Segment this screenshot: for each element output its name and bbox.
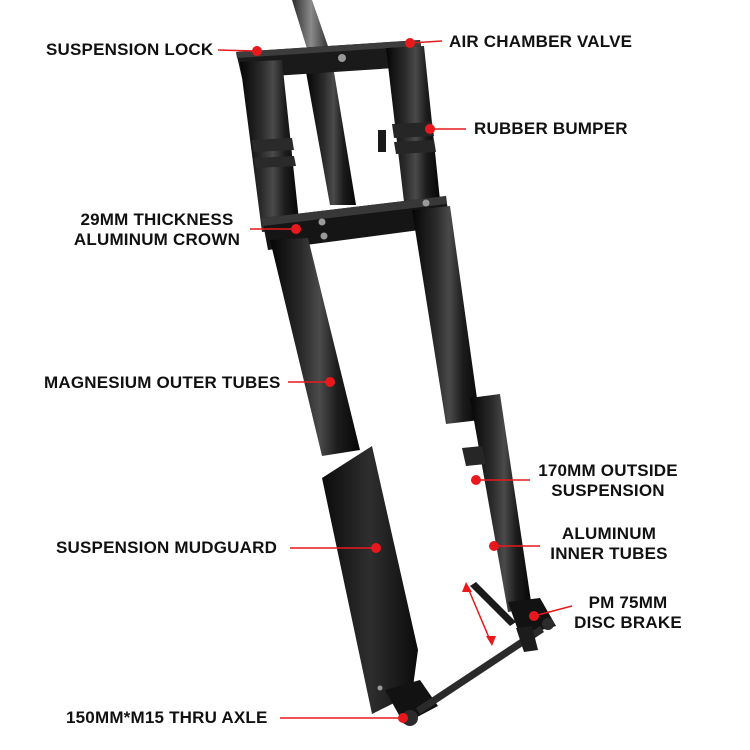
steerer-tube [292, 0, 330, 52]
right-outer-tube [412, 206, 480, 424]
center-tube [306, 72, 356, 205]
label-thru-axle: 150MM*M15 THRU AXLE [66, 708, 268, 727]
label-inner-tubes-line1: ALUMINUM [561, 524, 657, 543]
mudguard [322, 446, 418, 714]
label-disc-brake-line2: DISC BRAKE [574, 613, 682, 632]
label-disc-brake-line1: PM 75MM [588, 593, 668, 612]
label-crown: 29MM THICKNESS ALUMINUM CROWN [66, 210, 248, 250]
callouts [217, 38, 573, 723]
label-disc-brake: PM 75MM DISC BRAKE [572, 593, 684, 633]
label-crown-line2: ALUMINUM CROWN [73, 230, 241, 249]
label-mudguard: SUSPENSION MUDGUARD [56, 538, 278, 557]
label-inner-tubes: ALUMINUM INNER TUBES [542, 524, 676, 564]
thru-axle [416, 626, 544, 714]
label-suspension-lock: SUSPENSION LOCK [46, 40, 214, 59]
label-crown-line1: 29MM THICKNESS [80, 210, 234, 229]
right-inner-tube [470, 394, 532, 612]
label-rubber-bumper: RUBBER BUMPER [474, 119, 628, 138]
label-outside-suspension: 170MM OUTSIDE SUSPENSION [532, 461, 684, 501]
label-outside-suspension-line2: SUSPENSION [551, 481, 665, 500]
label-outer-tubes: MAGNESIUM OUTER TUBES [44, 373, 281, 392]
left-outer-tube [270, 238, 360, 456]
label-air-chamber-valve: AIR CHAMBER VALVE [449, 32, 633, 51]
label-inner-tubes-line2: INNER TUBES [550, 544, 668, 563]
label-outside-suspension-line1: 170MM OUTSIDE [538, 461, 678, 480]
lower-crown [262, 196, 450, 250]
